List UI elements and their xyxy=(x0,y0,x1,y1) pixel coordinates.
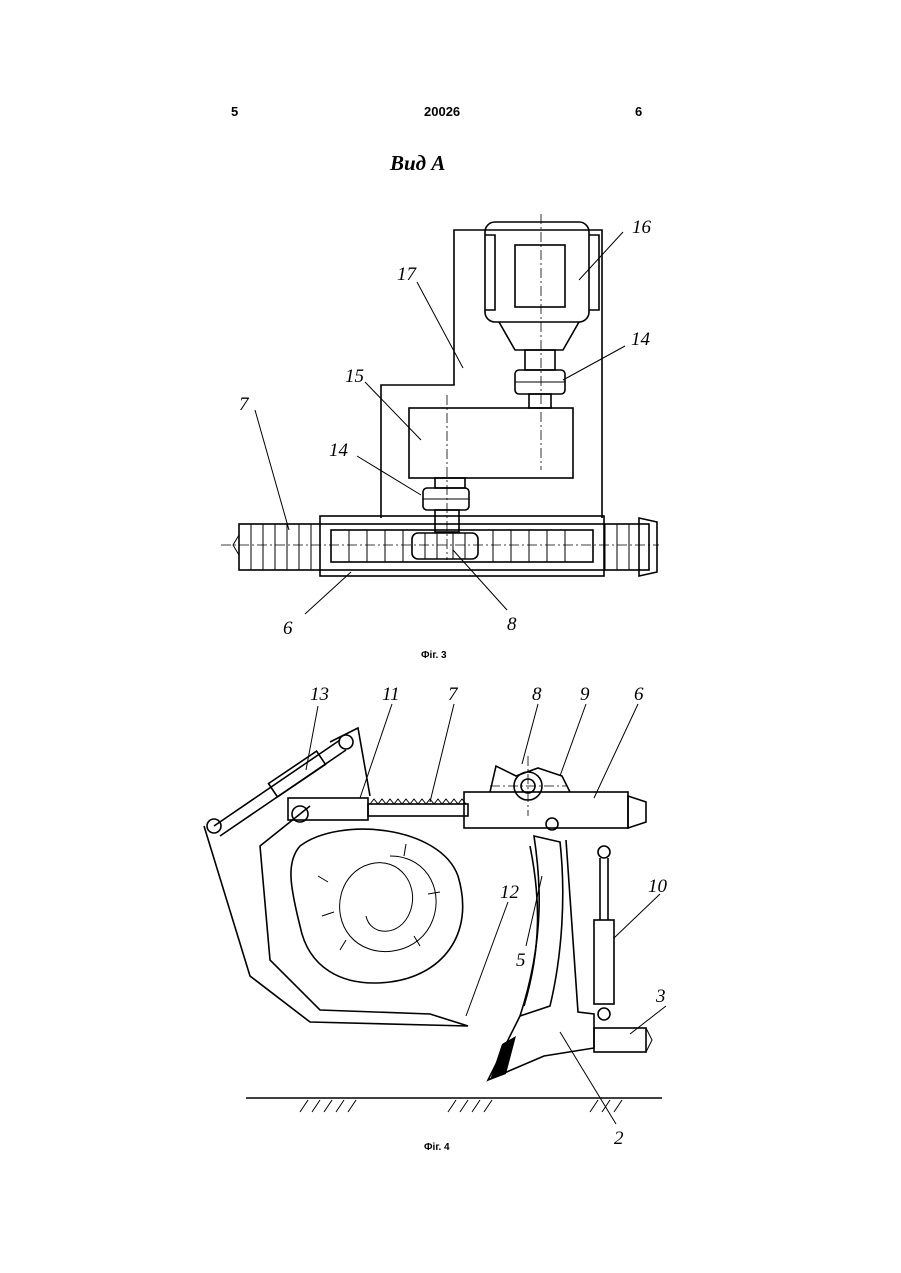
shank-5 xyxy=(520,836,563,1016)
figure-4-drawing: 13 11 7 8 9 6 12 5 10 3 2 Фіг. 4 xyxy=(190,676,670,1156)
housing-6 xyxy=(320,516,604,576)
label-6: 6 xyxy=(634,684,644,705)
shaft-upper xyxy=(529,394,551,408)
label-8: 8 xyxy=(532,684,542,705)
motor-window xyxy=(515,245,565,307)
rack-teeth xyxy=(251,524,629,570)
bale-arm xyxy=(204,806,468,1026)
label-8: 8 xyxy=(507,614,517,635)
frame-break xyxy=(646,1028,652,1052)
label-16: 16 xyxy=(632,217,652,238)
label-7: 7 xyxy=(448,684,459,705)
rod-pivot-top xyxy=(598,846,610,858)
motor-shaft xyxy=(525,350,555,370)
figure-3-drawing: Вид А xyxy=(207,140,679,668)
label-7: 7 xyxy=(239,394,250,415)
label-14-upper: 14 xyxy=(631,329,651,350)
rod-pivot-bottom xyxy=(598,1008,610,1020)
bale-spiral xyxy=(340,856,437,952)
label-12: 12 xyxy=(500,882,520,903)
page-number-right: 6 xyxy=(635,104,642,119)
rack-7 xyxy=(368,804,468,816)
label-9: 9 xyxy=(580,684,590,705)
motor-neck xyxy=(499,322,579,350)
label-6: 6 xyxy=(283,618,293,639)
figure-3-title: Вид А xyxy=(389,151,445,175)
label-13: 13 xyxy=(310,684,329,705)
page-number-left: 5 xyxy=(231,104,238,119)
label-17: 17 xyxy=(397,264,418,285)
label-3: 3 xyxy=(655,986,666,1007)
motor-flanges xyxy=(485,235,599,310)
hydraulic-cylinder-13 xyxy=(268,751,325,797)
ground-hatch xyxy=(300,1100,622,1112)
rack-7 xyxy=(239,524,649,570)
label-10: 10 xyxy=(648,876,668,897)
bale-texture xyxy=(318,844,440,950)
patent-number: 20026 xyxy=(424,104,460,119)
frame-3 xyxy=(594,1028,646,1052)
rack-end-cap xyxy=(628,796,646,828)
figure-4-caption: Фіг. 4 xyxy=(424,1142,450,1153)
label-5: 5 xyxy=(516,950,526,971)
reducer-output xyxy=(435,478,465,488)
label-2: 2 xyxy=(614,1128,624,1149)
figure-4: 13 11 7 8 9 6 12 5 10 3 2 Фіг. 4 xyxy=(190,676,670,1156)
rack-end-cap xyxy=(639,518,657,576)
figure-3-caption: Фіг. 3 xyxy=(421,650,447,661)
housing-teeth xyxy=(349,530,565,562)
holder-11 xyxy=(288,798,368,820)
rod-10 xyxy=(594,920,614,1004)
reducer-15 xyxy=(409,408,573,478)
bale-12 xyxy=(291,829,463,983)
share-tip xyxy=(490,1036,516,1080)
gear-8 xyxy=(412,533,478,559)
figure-3: Вид А xyxy=(207,140,679,668)
label-15: 15 xyxy=(345,366,364,387)
housing-inner xyxy=(331,530,593,562)
label-14-lower: 14 xyxy=(329,440,349,461)
label-11: 11 xyxy=(382,684,400,705)
